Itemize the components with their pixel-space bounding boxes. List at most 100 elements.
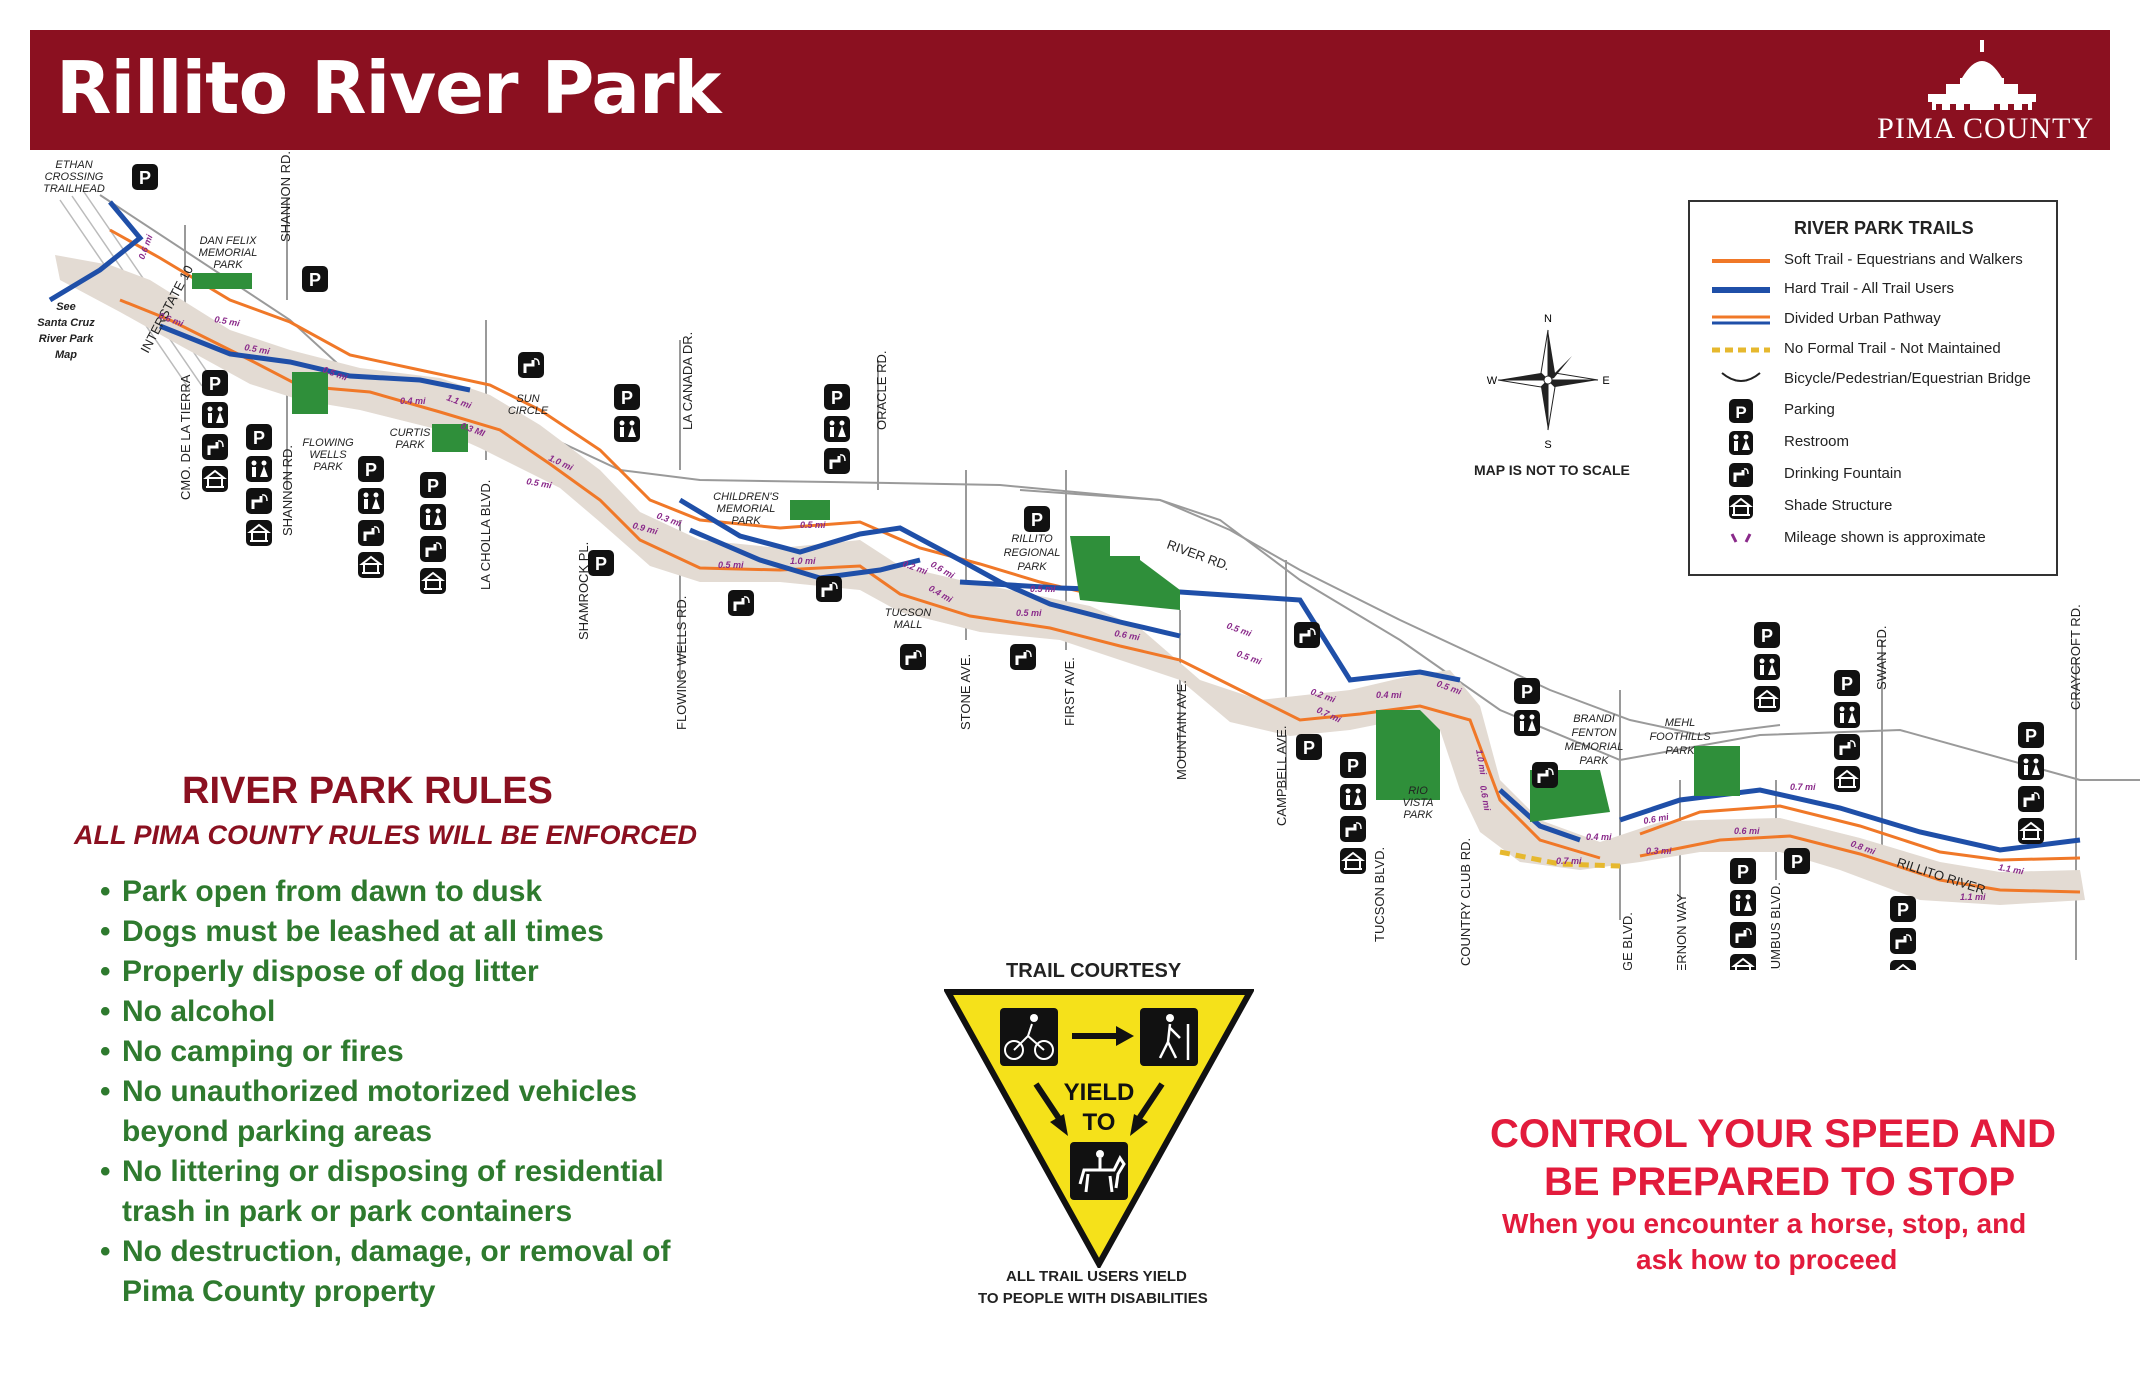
legend-item-label: Mileage shown is approximate: [1784, 529, 1986, 546]
mileage-label: 0.6 mi: [1734, 826, 1760, 836]
mileage-label: 0.4 mi: [400, 396, 426, 406]
place-label: PARK: [213, 259, 243, 271]
legend-item-label: No Formal Trail - Not Maintained: [1784, 340, 2001, 357]
rule-item: No unauthorized motorized vehicles beyon…: [100, 1072, 740, 1152]
logo-text: PIMA COUNTY: [1877, 112, 2094, 145]
place-label: CIRCLE: [508, 405, 549, 417]
svg-text:P: P: [595, 554, 607, 574]
childrens-memorial-park-area: [790, 500, 830, 520]
mileage-label: 1.1 mi: [1998, 862, 2025, 876]
legend-item-label: Drinking Fountain: [1784, 465, 1902, 482]
parking-icon: P: [1784, 848, 1810, 874]
compass-e: E: [1602, 375, 1609, 387]
place-label: WELLS: [309, 449, 347, 461]
speed-warning-line1: CONTROL YOUR SPEED AND: [1490, 1112, 2056, 1156]
svg-text:P: P: [1737, 862, 1749, 882]
soft-trail-south: [119, 298, 1601, 860]
road-label: COLUMBUS BLVD.: [1768, 882, 1783, 970]
place-label: Santa Cruz: [37, 317, 95, 329]
place-label: PARK: [1579, 755, 1609, 767]
place-label: MEMORIAL: [717, 503, 776, 515]
yellow-dashed-line: [1712, 347, 1770, 353]
parking-icon: P: [1296, 734, 1322, 760]
mehl-foothills-park-area: [1694, 746, 1740, 796]
parking-icon: P: [1834, 670, 1860, 696]
place-label: River Park: [39, 333, 94, 345]
shade-icon: [420, 568, 446, 594]
fountain-icon: [1730, 922, 1756, 948]
place-label: PARK: [731, 515, 761, 527]
mileage-label: 0.4 mi: [1376, 690, 1402, 700]
fountain-icon: [728, 590, 754, 616]
svg-text:P: P: [1735, 403, 1746, 422]
soft-trail-east-south: [1639, 834, 2081, 894]
fountain-icon: [358, 520, 384, 546]
place-label: MEMORIAL: [1565, 741, 1624, 753]
rule-item: Properly dispose of dog litter: [100, 952, 740, 992]
legend-item: Drinking Fountain: [1710, 460, 2050, 490]
mileage-label: 0.6 mi: [1114, 628, 1141, 642]
place-label: DAN FELIX: [200, 235, 258, 247]
legend-item-label: Divided Urban Pathway: [1784, 310, 1941, 327]
place-label: PARK: [1017, 561, 1047, 573]
rules-subtitle: ALL PIMA COUNTY RULES WILL BE ENFORCED: [74, 820, 698, 850]
restroom-icon: [614, 416, 640, 442]
rule-item: Park open from dawn to dusk: [100, 872, 740, 912]
place-label: PARK: [1403, 809, 1433, 821]
restroom-icon: [1730, 890, 1756, 916]
shade-icon: [358, 552, 384, 578]
fountain-icon: [518, 352, 544, 378]
place-label: CURTIS: [390, 427, 431, 439]
parking-icon: P: [420, 472, 446, 498]
mileage-label: 0.5 mi: [1030, 584, 1056, 594]
place-label: PARK: [395, 439, 425, 451]
legend: RIVER PARK TRAILS Soft Trail - Equestria…: [1688, 200, 2058, 576]
fountain-icon: [1532, 762, 1558, 788]
mileage-label: 0.5 mi: [526, 476, 553, 490]
legend-item-label: Bicycle/Pedestrian/Equestrian Bridge: [1784, 370, 2031, 387]
parking-icon: P: [358, 456, 384, 482]
arrow-down-left-icon: [1130, 1114, 1148, 1136]
place-label: FENTON: [1571, 727, 1616, 739]
restroom-icon: [1729, 431, 1753, 455]
parking-icon: P: [2018, 722, 2044, 748]
svg-text:P: P: [1303, 738, 1315, 758]
fountain-icon: [1340, 816, 1366, 842]
mileage-label: 0.5 mi: [244, 342, 271, 356]
svg-text:P: P: [2025, 726, 2037, 746]
svg-text:P: P: [1791, 852, 1803, 872]
soft-trail-north: [109, 228, 1141, 602]
shade-icon: [1729, 495, 1753, 519]
blue-line: [1712, 287, 1770, 293]
shade-icon: [1340, 848, 1366, 874]
rule-item: No alcohol: [100, 992, 740, 1032]
road-label: TUCSON BLVD.: [1372, 847, 1387, 942]
mileage-label: 0.5 mi: [718, 560, 744, 570]
shade-icon: [202, 466, 228, 492]
fountain-icon: [1010, 644, 1036, 670]
svg-text:P: P: [427, 476, 439, 496]
parking-icon: P: [1754, 622, 1780, 648]
fountain-icon: [816, 576, 842, 602]
svg-text:P: P: [1031, 510, 1043, 530]
mileage-label: 0.3 mi: [1646, 846, 1672, 856]
place-label: PARK: [1665, 745, 1695, 757]
shade-icon: [1754, 686, 1780, 712]
road-label: RIVER RD.: [1165, 537, 1232, 574]
parking-icon: P: [132, 164, 158, 190]
restroom-icon: [1834, 702, 1860, 728]
legend-item: Soft Trail - Equestrians and Walkers: [1710, 246, 2050, 276]
soft-trail-east: [1639, 804, 2081, 862]
shade-icon: [2018, 818, 2044, 844]
restroom-icon: [358, 488, 384, 514]
road-label: STONE AVE.: [958, 654, 973, 730]
parking-icon: P: [202, 370, 228, 396]
road-label: SHANNON RD.: [280, 445, 295, 536]
road-label: MOUNTAIN AVE.: [1174, 680, 1189, 780]
fountain-icon: [1294, 622, 1320, 648]
road-label: CAMPBELL AVE.: [1274, 726, 1289, 826]
svg-text:P: P: [1841, 674, 1853, 694]
legend-item: Divided Urban Pathway: [1710, 305, 2050, 335]
mileage-label: 0.5 mi: [1235, 648, 1263, 666]
rules-title: RIVER PARK RULES: [182, 770, 553, 812]
